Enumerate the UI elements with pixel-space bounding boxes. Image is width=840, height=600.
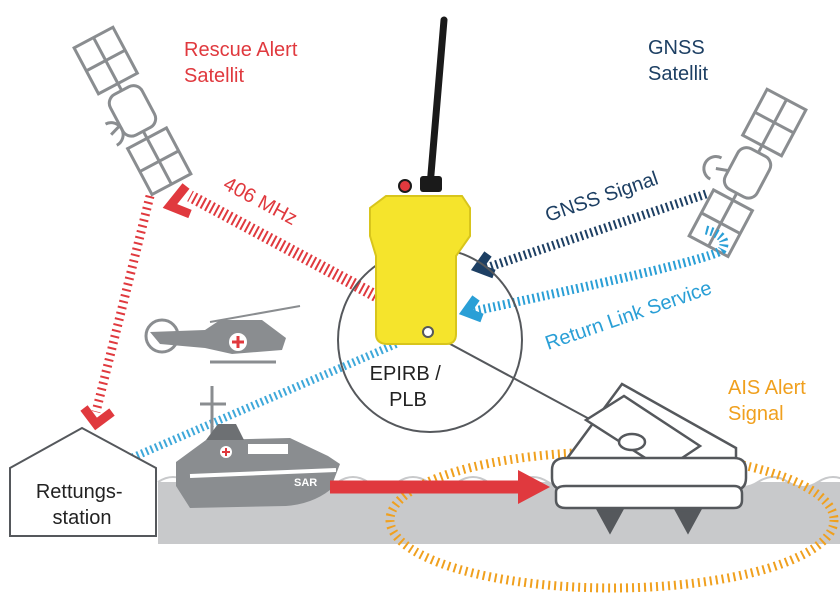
boat-to-raft-arrowhead	[518, 470, 550, 504]
rescue-boat-icon: SAR	[176, 386, 340, 508]
gnss-satellite-label-line2: Satellit	[648, 63, 708, 85]
device-label-line2: PLB	[389, 389, 427, 411]
helicopter-icon	[144, 305, 301, 364]
gnss-signal-line	[484, 189, 708, 273]
boat-sar-marking: SAR	[294, 477, 317, 489]
gnss-arrowhead	[470, 251, 496, 279]
station-label: Rettungs- station	[36, 481, 128, 529]
return-link-arrowhead	[458, 295, 484, 323]
gnss-satellite-label-line1: GNSS	[648, 37, 705, 59]
rescue-uplink-arrowhead	[162, 183, 192, 219]
ais-alert-label-line1: AIS Alert	[728, 377, 806, 399]
rescue-satellite-label: Rescue Alert Satellit	[184, 39, 303, 87]
return-link-label: Return Link Service	[542, 277, 714, 355]
ais-alert-label-line2: Signal	[728, 403, 784, 425]
gnss-signal-label: GNSS Signal	[542, 168, 661, 227]
epirb-device-icon	[369, 16, 471, 345]
device-label: EPIRB / PLB	[370, 363, 447, 411]
life-raft-icon	[550, 382, 748, 535]
rescue-station-building	[9, 426, 157, 537]
rescue-uplink-signal	[187, 190, 379, 302]
rescue-satellite-icon	[72, 25, 193, 197]
rescue-satellite-label-line1: Rescue Alert	[184, 39, 298, 61]
return-link-signal	[469, 225, 729, 317]
station-label-line2: station	[53, 507, 112, 529]
freq-406-label: 406 MHz	[220, 173, 301, 230]
station-label-line1: Rettungs-	[36, 481, 123, 503]
ais-alert-label: AIS Alert Signal	[728, 377, 811, 425]
rescue-downlink-signal	[91, 194, 155, 414]
gnss-satellite-label: GNSS Satellit	[648, 37, 710, 85]
rescue-downlink-arrowhead	[80, 405, 115, 431]
gnss-satellite-icon	[687, 87, 808, 259]
device-label-line1: EPIRB /	[370, 363, 442, 385]
rescue-satellite-label-line2: Satellit	[184, 65, 244, 87]
